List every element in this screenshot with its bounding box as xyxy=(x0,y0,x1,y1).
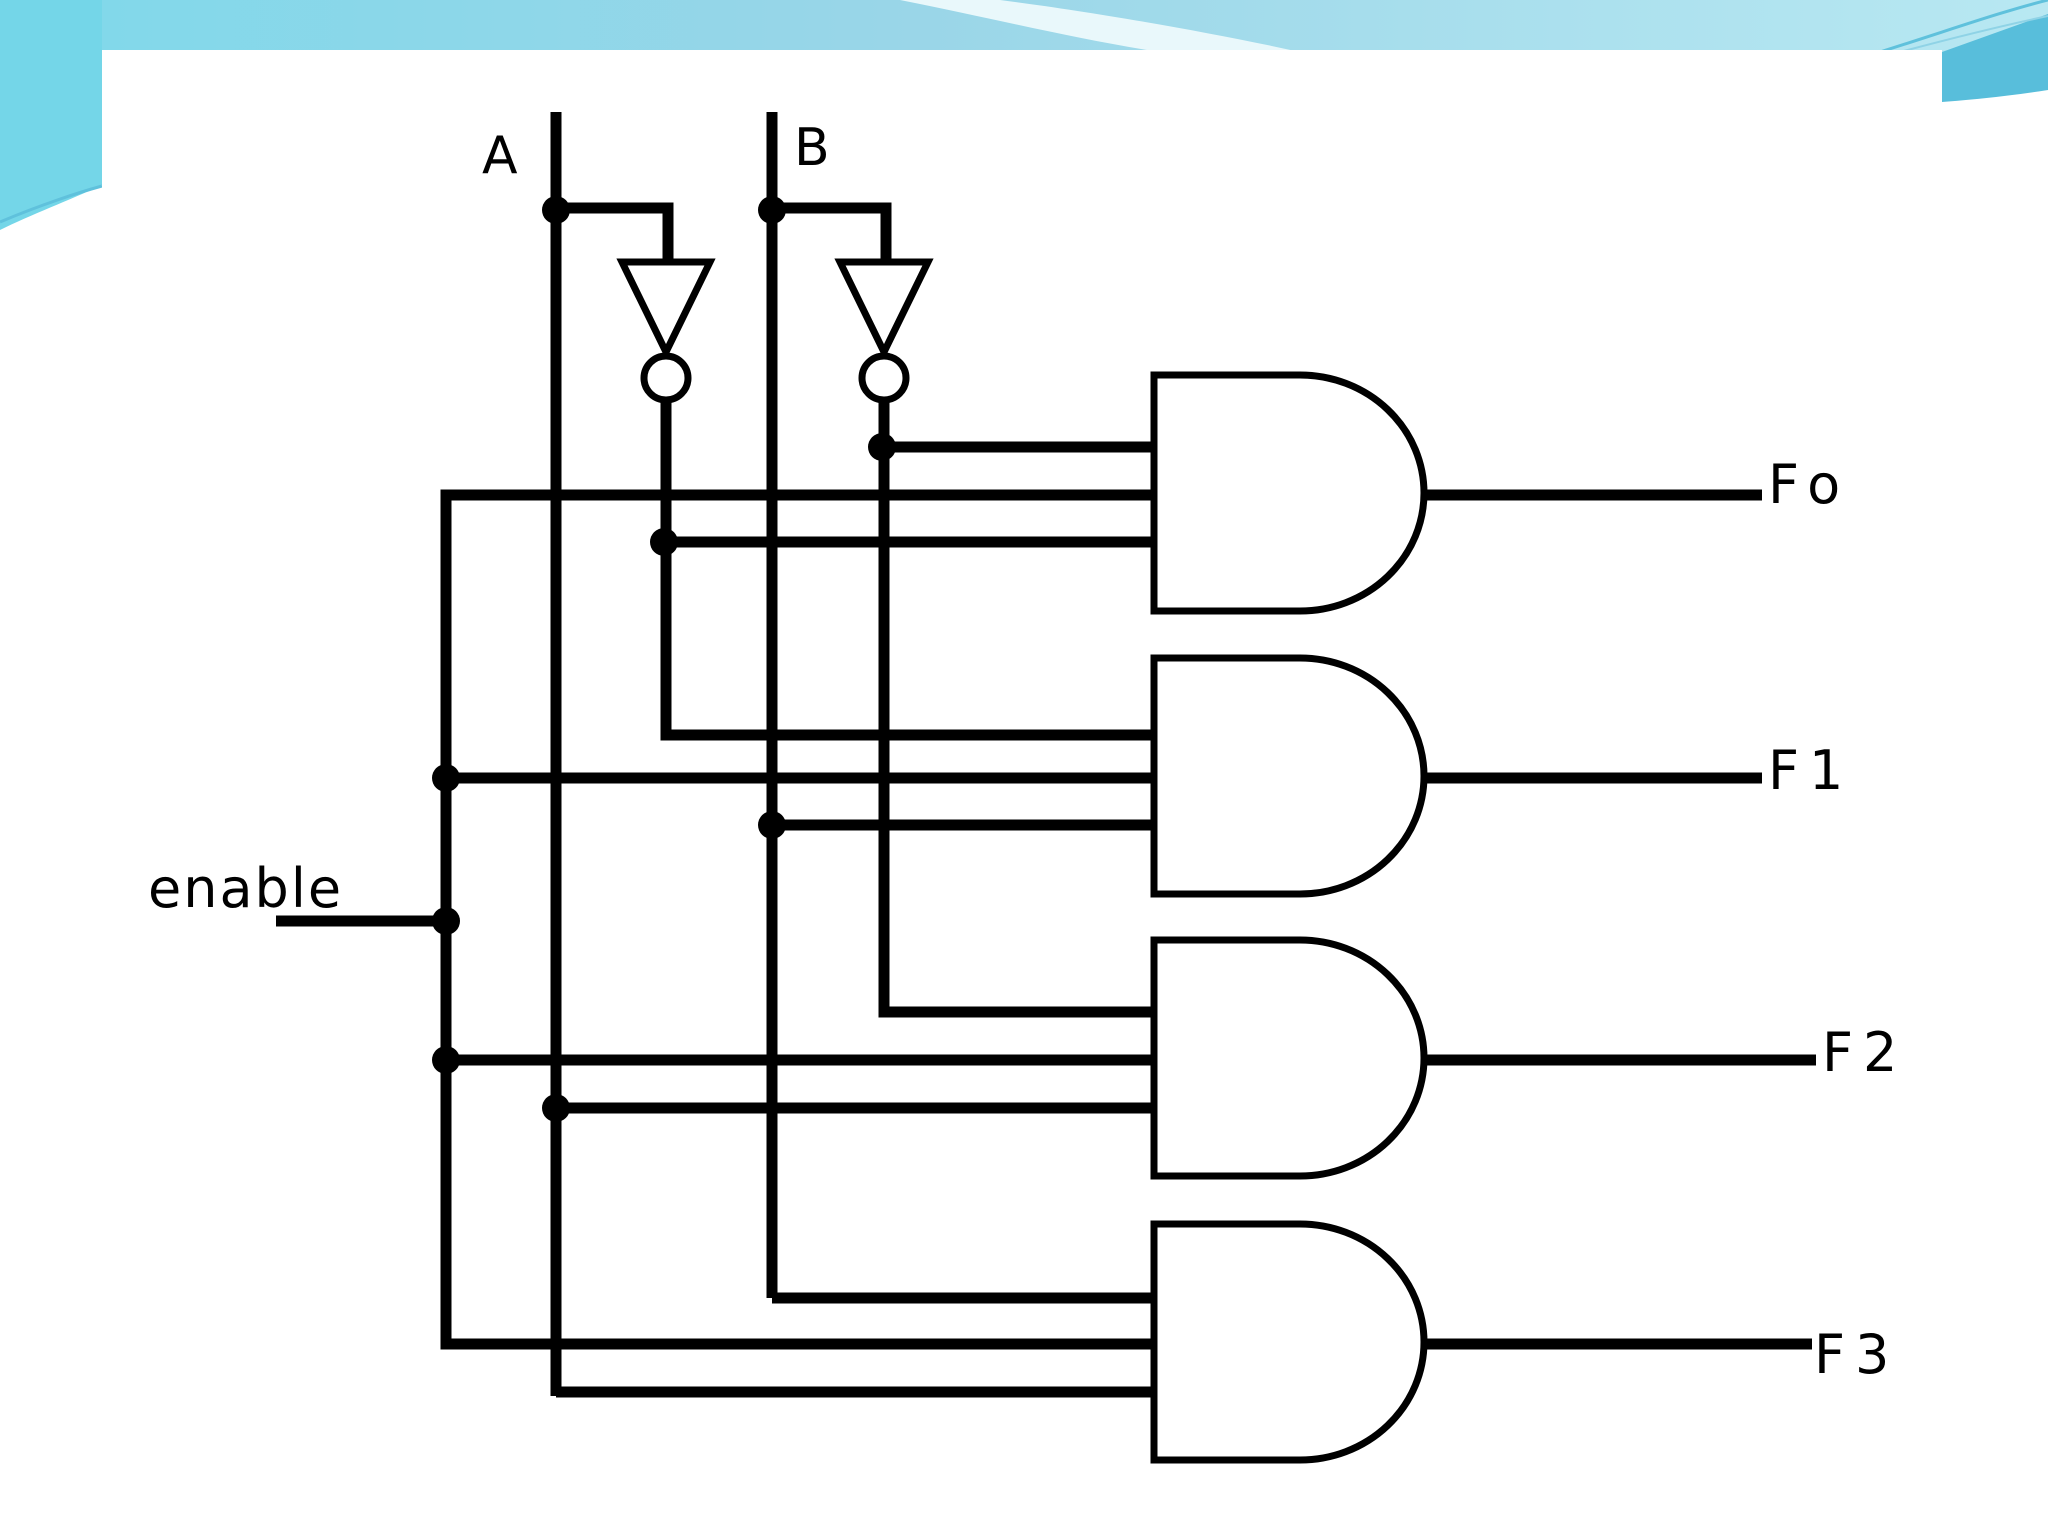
label-output-f2: F2 xyxy=(1822,1021,1908,1084)
inverter-b-bubble xyxy=(858,352,910,404)
junction-enable-f1 xyxy=(432,764,460,792)
label-input-a: A xyxy=(482,126,518,186)
junction-not-b-f0 xyxy=(868,433,896,461)
and-gate-f0 xyxy=(1150,371,1428,615)
and-gate-f1 xyxy=(1150,654,1428,898)
diagram-panel xyxy=(102,50,1942,1486)
label-output-f3: F3 xyxy=(1814,1323,1900,1386)
junction-enable-input xyxy=(432,907,460,935)
junction-a-tap xyxy=(542,196,570,224)
and-gate-f2 xyxy=(1150,936,1428,1180)
junction-enable-f2 xyxy=(432,1046,460,1074)
inverter-a-bubble xyxy=(640,352,692,404)
right-swoosh-line-1 xyxy=(1879,0,2048,54)
and-gate-f3 xyxy=(1150,1220,1428,1464)
label-input-b: B xyxy=(794,118,830,178)
top-swoosh-highlight xyxy=(900,0,1300,52)
junction-a-f2 xyxy=(542,1094,570,1122)
junction-b-f1 xyxy=(758,811,786,839)
junction-b-tap xyxy=(758,196,786,224)
wire-not-b xyxy=(878,402,1154,1018)
wire-b-to-inverter xyxy=(772,202,892,262)
left-swoosh xyxy=(0,0,102,230)
wire-a-to-inverter xyxy=(556,202,674,262)
label-output-f1: F1 xyxy=(1768,739,1854,802)
wire-not-a xyxy=(660,402,1154,741)
left-swoosh-line xyxy=(0,184,103,224)
inverter-b-triangle xyxy=(834,258,934,360)
inverter-a-triangle xyxy=(616,258,716,360)
right-swoosh xyxy=(1942,14,2048,102)
label-output-f0: Fo xyxy=(1768,453,1851,516)
junction-not-a-f0 xyxy=(650,528,678,556)
label-enable: enable xyxy=(148,857,344,920)
right-swoosh-line-2 xyxy=(1899,15,2048,53)
